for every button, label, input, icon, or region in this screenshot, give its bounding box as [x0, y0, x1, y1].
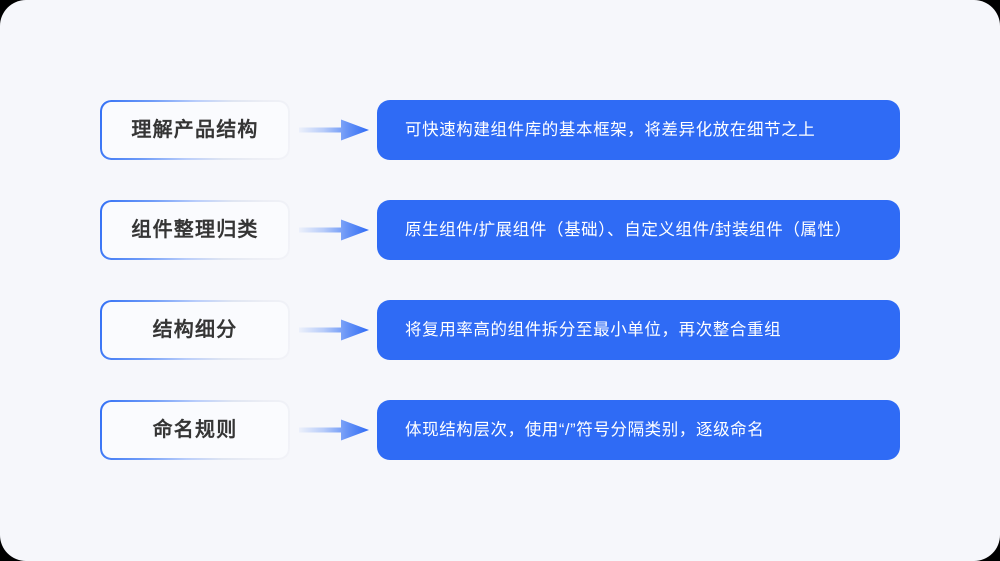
- stage-chip-2[interactable]: 组件整理归类: [100, 200, 290, 260]
- flow-row: 结构细分 将复用率高的组件拆分至最小单位，再次整合重组: [100, 300, 900, 360]
- description-pill-3[interactable]: 将复用率高的组件拆分至最小单位，再次整合重组: [377, 300, 900, 360]
- description-text: 可快速构建组件库的基本框架，将差异化放在细节之上: [405, 120, 816, 139]
- stage-chip-4[interactable]: 命名规则: [100, 400, 290, 460]
- description-text: 原生组件/扩展组件（基础）、自定义组件/封装组件（属性）: [405, 220, 852, 239]
- description-pill-2[interactable]: 原生组件/扩展组件（基础）、自定义组件/封装组件（属性）: [377, 200, 900, 260]
- stage-chip-1[interactable]: 理解产品结构: [100, 100, 290, 160]
- description-pill-4[interactable]: 体现结构层次，使用“/”符号分隔类别，逐级命名: [377, 400, 900, 460]
- stage-label: 组件整理归类: [131, 219, 259, 241]
- flow-row: 组件整理归类 原生组件/扩展组件（基础）、自定义组件/: [100, 200, 900, 260]
- stage-label: 命名规则: [152, 419, 238, 441]
- arrow-right-icon: [290, 400, 377, 460]
- arrow-right-icon: [290, 100, 377, 160]
- flow-row: 理解产品结构 可快速构建组件库的基本框架，将差异化放在: [100, 100, 900, 160]
- description-pill-1[interactable]: 可快速构建组件库的基本框架，将差异化放在细节之上: [377, 100, 900, 160]
- arrow-right-icon: [290, 200, 377, 260]
- flow-row: 命名规则 体现结构层次，使用“/”符号分隔类别，逐级命: [100, 400, 900, 460]
- stage-label: 理解产品结构: [131, 119, 259, 141]
- description-text: 将复用率高的组件拆分至最小单位，再次整合重组: [405, 320, 782, 339]
- arrow-right-icon: [290, 300, 377, 360]
- description-text: 体现结构层次，使用“/”符号分隔类别，逐级命名: [405, 420, 765, 439]
- stage-label: 结构细分: [152, 319, 238, 341]
- stage-chip-3[interactable]: 结构细分: [100, 300, 290, 360]
